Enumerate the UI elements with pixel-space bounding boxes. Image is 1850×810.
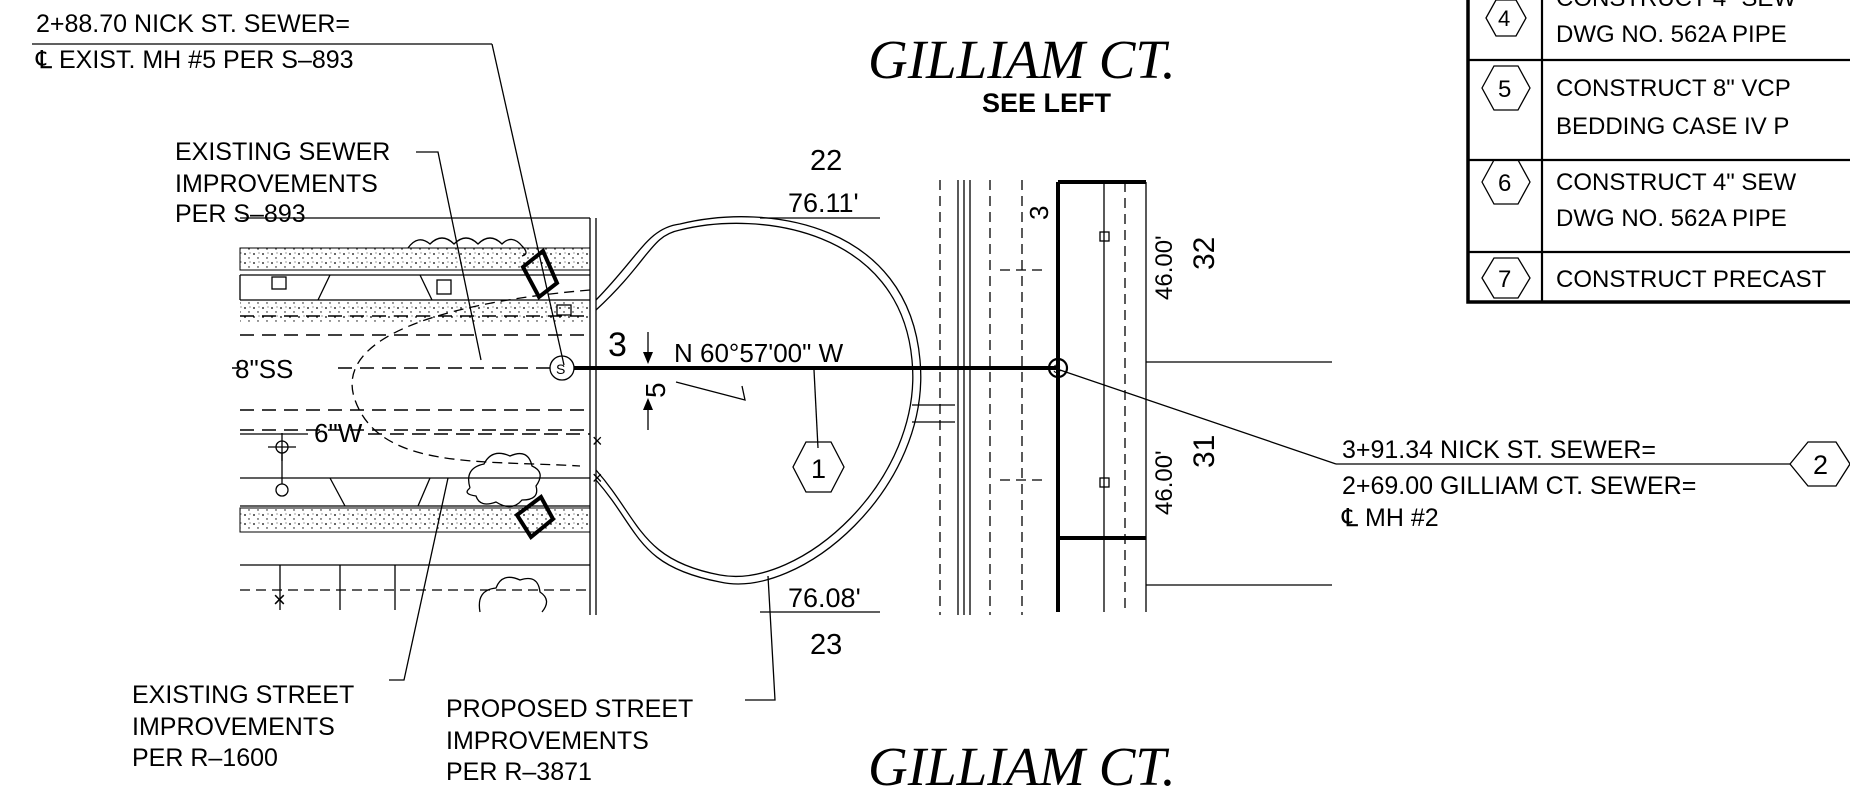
- note-4-line2: DWG NO. 562A PIPE: [1556, 21, 1787, 48]
- lot-lines-right: 3: [939, 180, 1332, 615]
- mh5-s-label: S: [556, 361, 565, 377]
- mh2-line2: 2+69.00 GILLIAM CT. SEWER=: [1342, 472, 1696, 500]
- proposed-street-line3: PER R–3871: [446, 758, 592, 786]
- note-6-num: 6: [1498, 170, 1511, 197]
- east-slope-3: 3: [1024, 206, 1054, 220]
- dim-top-arc: 76.11': [788, 188, 859, 218]
- note-7-line1: CONSTRUCT PRECAST: [1556, 266, 1827, 293]
- existing-street-left: × × ×: [239, 217, 603, 615]
- existing-street-line2: IMPROVEMENTS: [132, 713, 335, 741]
- lot-22: 22: [810, 145, 842, 177]
- water-label: 6"W: [314, 418, 363, 448]
- hex-tag-1-label: 1: [811, 454, 826, 484]
- existing-sewer-line2: IMPROVEMENTS: [175, 170, 378, 198]
- street-name-top: GILLIAM CT.: [868, 29, 1176, 90]
- existing-street-line1: EXISTING STREET: [132, 681, 354, 709]
- note-5-num: 5: [1498, 76, 1511, 103]
- note-7-num: 7: [1498, 266, 1511, 293]
- hex-tag-1: 1: [792, 369, 845, 493]
- lot-23: 23: [810, 629, 842, 661]
- note-5-line1: CONSTRUCT 8" VCP: [1556, 75, 1791, 102]
- callout-exist-mh5: 2+88.70 NICK ST. SEWER= ℄ EXIST. MH #5 P…: [32, 10, 565, 366]
- slope-3: 3: [608, 326, 627, 364]
- note-4-line1: CONSTRUCT 4" SEW: [1556, 0, 1796, 12]
- lot-31: 31: [1188, 435, 1221, 468]
- x-mark: ×: [592, 468, 603, 488]
- proposed-street-line2: IMPROVEMENTS: [446, 727, 649, 755]
- bearing-label: N 60°57'00" W: [674, 338, 844, 368]
- note-6-line2: DWG NO. 562A PIPE: [1556, 205, 1787, 232]
- slope-5: 5: [640, 382, 671, 398]
- dim-right-top: 46.00': [1151, 235, 1178, 300]
- dim-right-bottom: 46.00': [1151, 450, 1178, 515]
- existing-street-line3: PER R–1600: [132, 744, 278, 772]
- mh2-line1: 3+91.34 NICK ST. SEWER=: [1342, 436, 1656, 464]
- callout-mh2: 3+91.34 NICK ST. SEWER= 2+69.00 GILLIAM …: [1059, 369, 1850, 532]
- construction-notes-table: 4 CONSTRUCT 4" SEW DWG NO. 562A PIPE 5 C…: [1466, 0, 1850, 304]
- ss-label: 8"SS: [235, 354, 293, 384]
- note-4-num: 4: [1498, 6, 1510, 31]
- callout-existing-sewer: EXISTING SEWER IMPROVEMENTS PER S–893: [175, 138, 482, 361]
- see-left-label: SEE LEFT: [982, 88, 1112, 118]
- lot-32: 32: [1188, 237, 1221, 270]
- note-5-line2: BEDDING CASE IV P: [1556, 113, 1789, 140]
- proposed-street-line1: PROPOSED STREET: [446, 695, 693, 723]
- x-mark: ×: [273, 587, 286, 612]
- cul-de-sac: [595, 216, 955, 585]
- hex-tag-2-label: 2: [1813, 450, 1828, 480]
- note-6-line1: CONSTRUCT 4" SEW: [1556, 169, 1796, 196]
- street-name-bottom: GILLIAM CT.: [868, 736, 1176, 797]
- existing-sewer-line3: PER S–893: [175, 200, 306, 228]
- existing-sewer-line1: EXISTING SEWER: [175, 138, 390, 166]
- x-mark: ×: [592, 431, 603, 451]
- callout-mh5-line2: ℄ EXIST. MH #5 PER S–893: [35, 46, 354, 74]
- mh2-line3: ℄ MH #2: [1341, 504, 1439, 532]
- hex-tag-2: [1789, 441, 1850, 487]
- callout-mh5-line1: 2+88.70 NICK ST. SEWER=: [36, 10, 350, 38]
- dim-bottom-arc: 76.08': [788, 583, 861, 613]
